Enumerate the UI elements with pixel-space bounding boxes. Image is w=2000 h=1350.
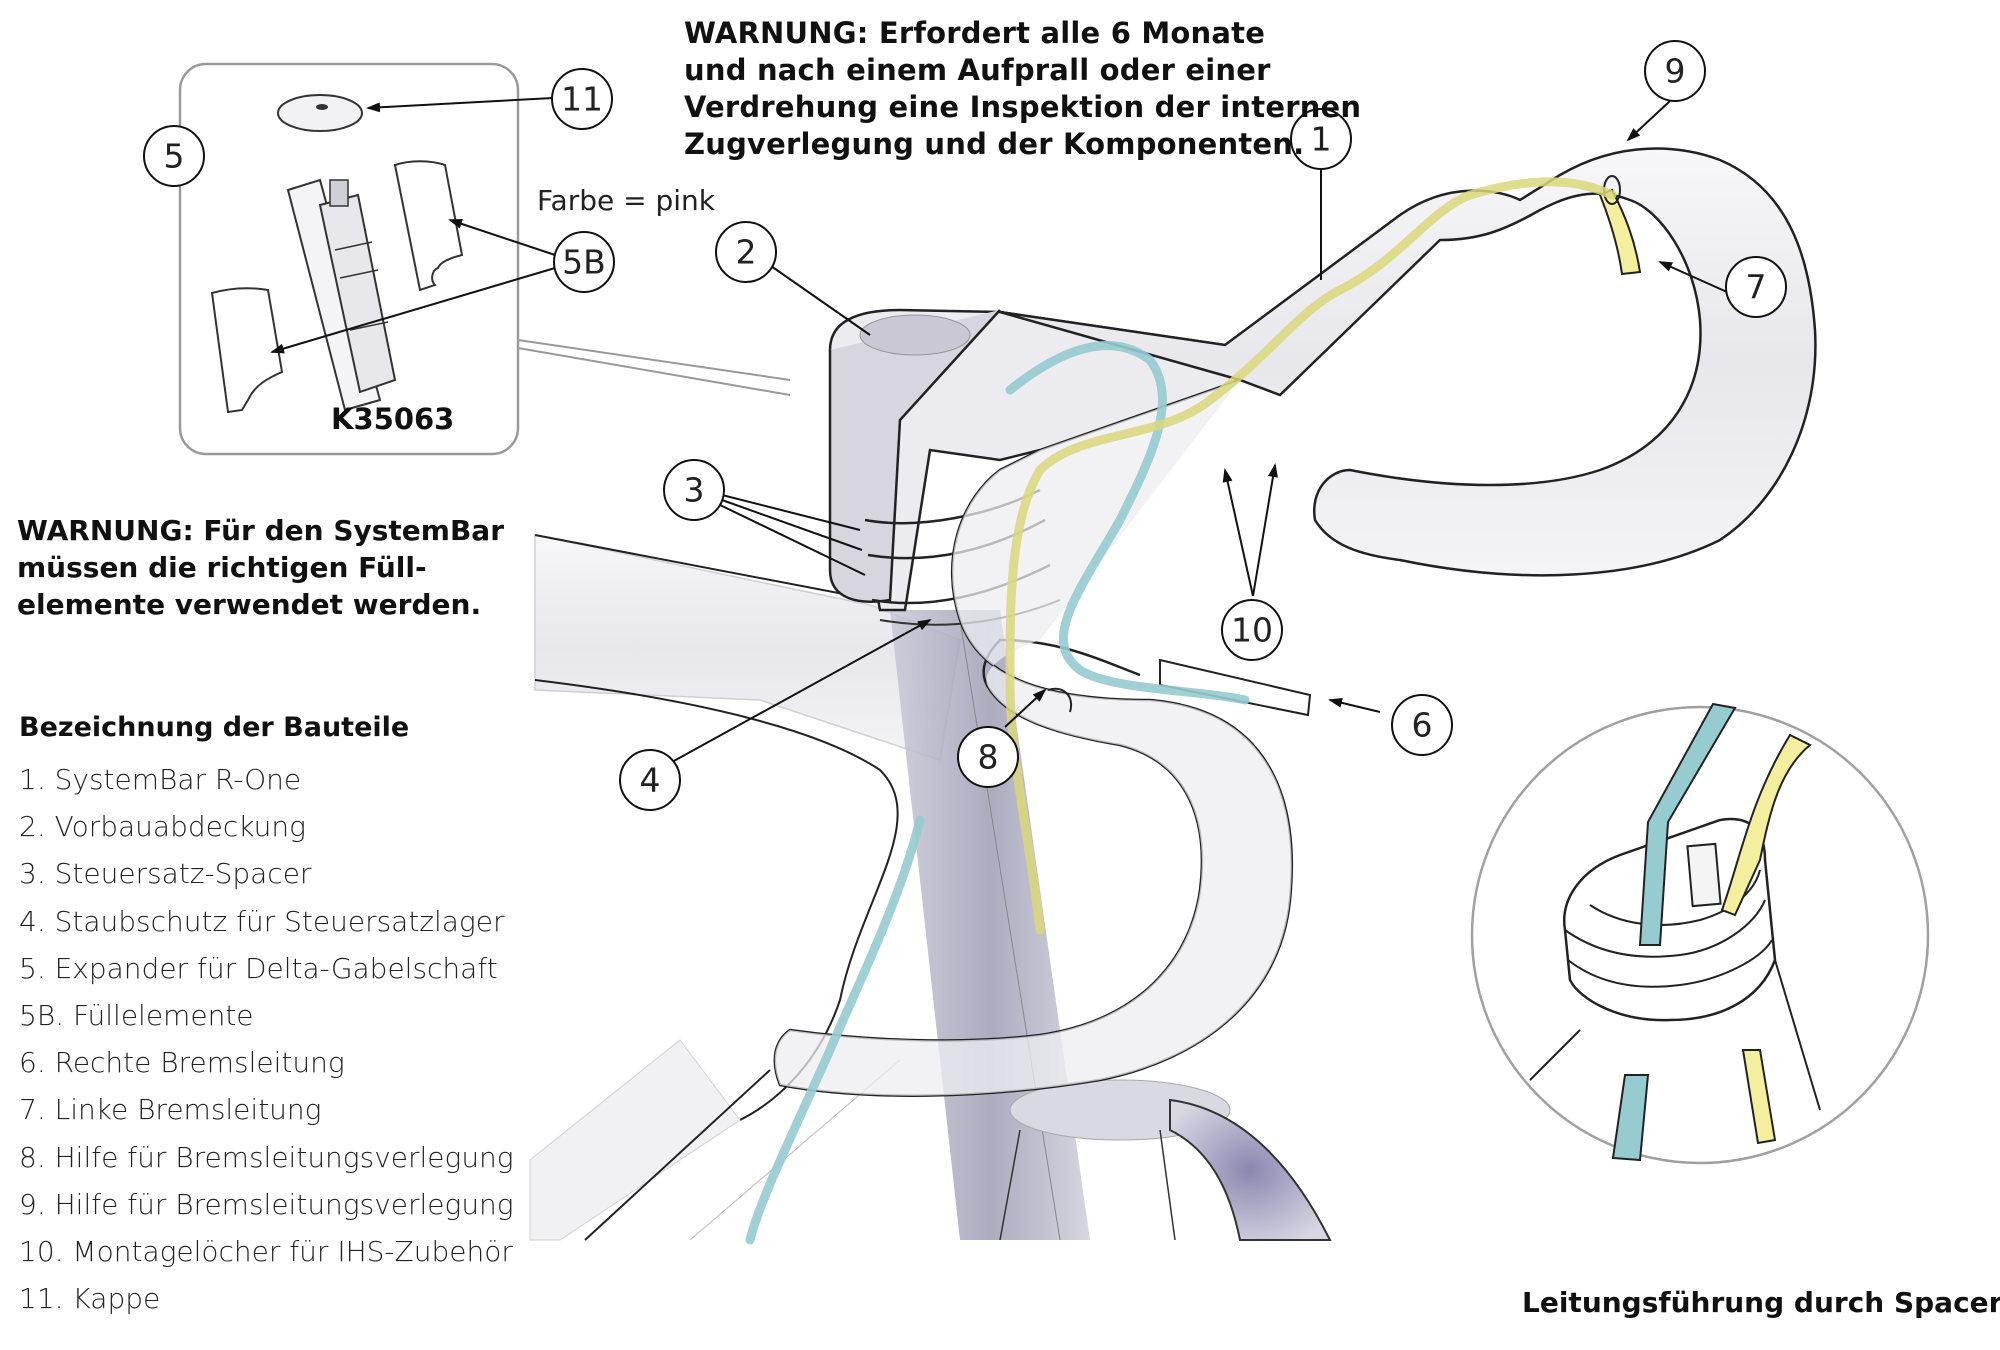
callout-6: 6	[1391, 694, 1453, 756]
callout-label: 6	[1412, 706, 1433, 745]
callout-label: 7	[1746, 268, 1767, 307]
right-brake-line-end	[1159, 658, 1312, 717]
filler-warning: WARNUNG: Für den SystemBar müssen die ri…	[17, 514, 505, 621]
callout-2: 2	[715, 221, 777, 283]
detail-right-brake-line	[1638, 702, 1737, 946]
expander-part	[286, 178, 397, 412]
detail-left-brake-line	[1720, 733, 1812, 917]
legend-item: 5. Expander für Delta-Gabelschaft	[19, 951, 498, 985]
callout-label: 4	[640, 761, 661, 800]
callout-7: 7	[1725, 256, 1787, 318]
detail-caption: Leitungsführung durch Spacer	[1522, 1286, 2000, 1319]
callout-label: 3	[684, 471, 705, 510]
right-brake-line	[745, 341, 1250, 1245]
callout-3: 3	[663, 459, 725, 521]
legend-item: 8. Hilfe für Bremsleitungsverlegung	[19, 1140, 514, 1174]
leader-lines	[270, 97, 1728, 763]
callout-label: 1	[1311, 120, 1332, 159]
inspection-warning: WARNUNG: Erfordert alle 6 Monate und nac…	[684, 16, 1362, 161]
callout-label: 9	[1665, 52, 1686, 91]
legend-item: 9. Hilfe für Bremsleitungsverlegung	[19, 1187, 514, 1221]
callout-label: 2	[736, 233, 757, 272]
callout-label: 5	[164, 137, 185, 176]
callout-label: 5B	[562, 243, 606, 282]
callout-1: 1	[1290, 108, 1352, 170]
spacer-routing-detail	[1470, 702, 1930, 1165]
fork-leg	[1169, 1098, 1332, 1241]
callout-11: 11	[551, 68, 613, 130]
callout-9: 9	[1644, 40, 1706, 102]
callout-label: 11	[561, 80, 603, 119]
kit-part-number: K35063	[331, 402, 455, 436]
legend-item: 6. Rechte Bremsleitung	[19, 1046, 345, 1080]
callout-5b: 5B	[553, 231, 615, 293]
left-brake-line-end	[1598, 188, 1642, 276]
legend-item: 7. Linke Bremsleitung	[19, 1093, 322, 1127]
legend-item: 2. Vorbauabdeckung	[19, 810, 306, 844]
filler-color-note: Farbe = pink	[537, 184, 715, 217]
filler-piece-right	[393, 160, 464, 292]
expander-kit-inset	[178, 62, 791, 456]
legend-item: 1. SystemBar R-One	[19, 763, 302, 796]
filler-piece-left	[210, 287, 284, 414]
legend-item: 3. Steuersatz-Spacer	[19, 857, 312, 891]
legend-item: 10. Montagelöcher für IHS-Zubehör	[19, 1235, 513, 1269]
callout-5: 5	[143, 125, 205, 187]
down-tube	[529, 1039, 741, 1241]
callout-label: 10	[1231, 611, 1273, 650]
handlebar	[773, 147, 1817, 1097]
spacer-body	[1563, 817, 1777, 1022]
legend-item: 11. Kappe	[19, 1282, 161, 1316]
legend-title: Bezeichnung der Bauteile	[19, 712, 410, 743]
legend-item: 4. Staubschutz für Steuersatzlager	[19, 904, 505, 938]
left-brake-line	[1005, 177, 1617, 935]
cap-part	[277, 94, 363, 132]
parts-legend: 1. SystemBar R-One 2. Vorbauabdeckung 3.…	[19, 756, 514, 1322]
callout-10: 10	[1221, 599, 1283, 661]
internal-brake-lines	[745, 177, 1617, 1245]
callout-label: 8	[978, 738, 999, 777]
callout-4: 4	[619, 749, 681, 811]
callout-8: 8	[957, 726, 1019, 788]
legend-item: 5B. Füllelemente	[19, 999, 254, 1033]
